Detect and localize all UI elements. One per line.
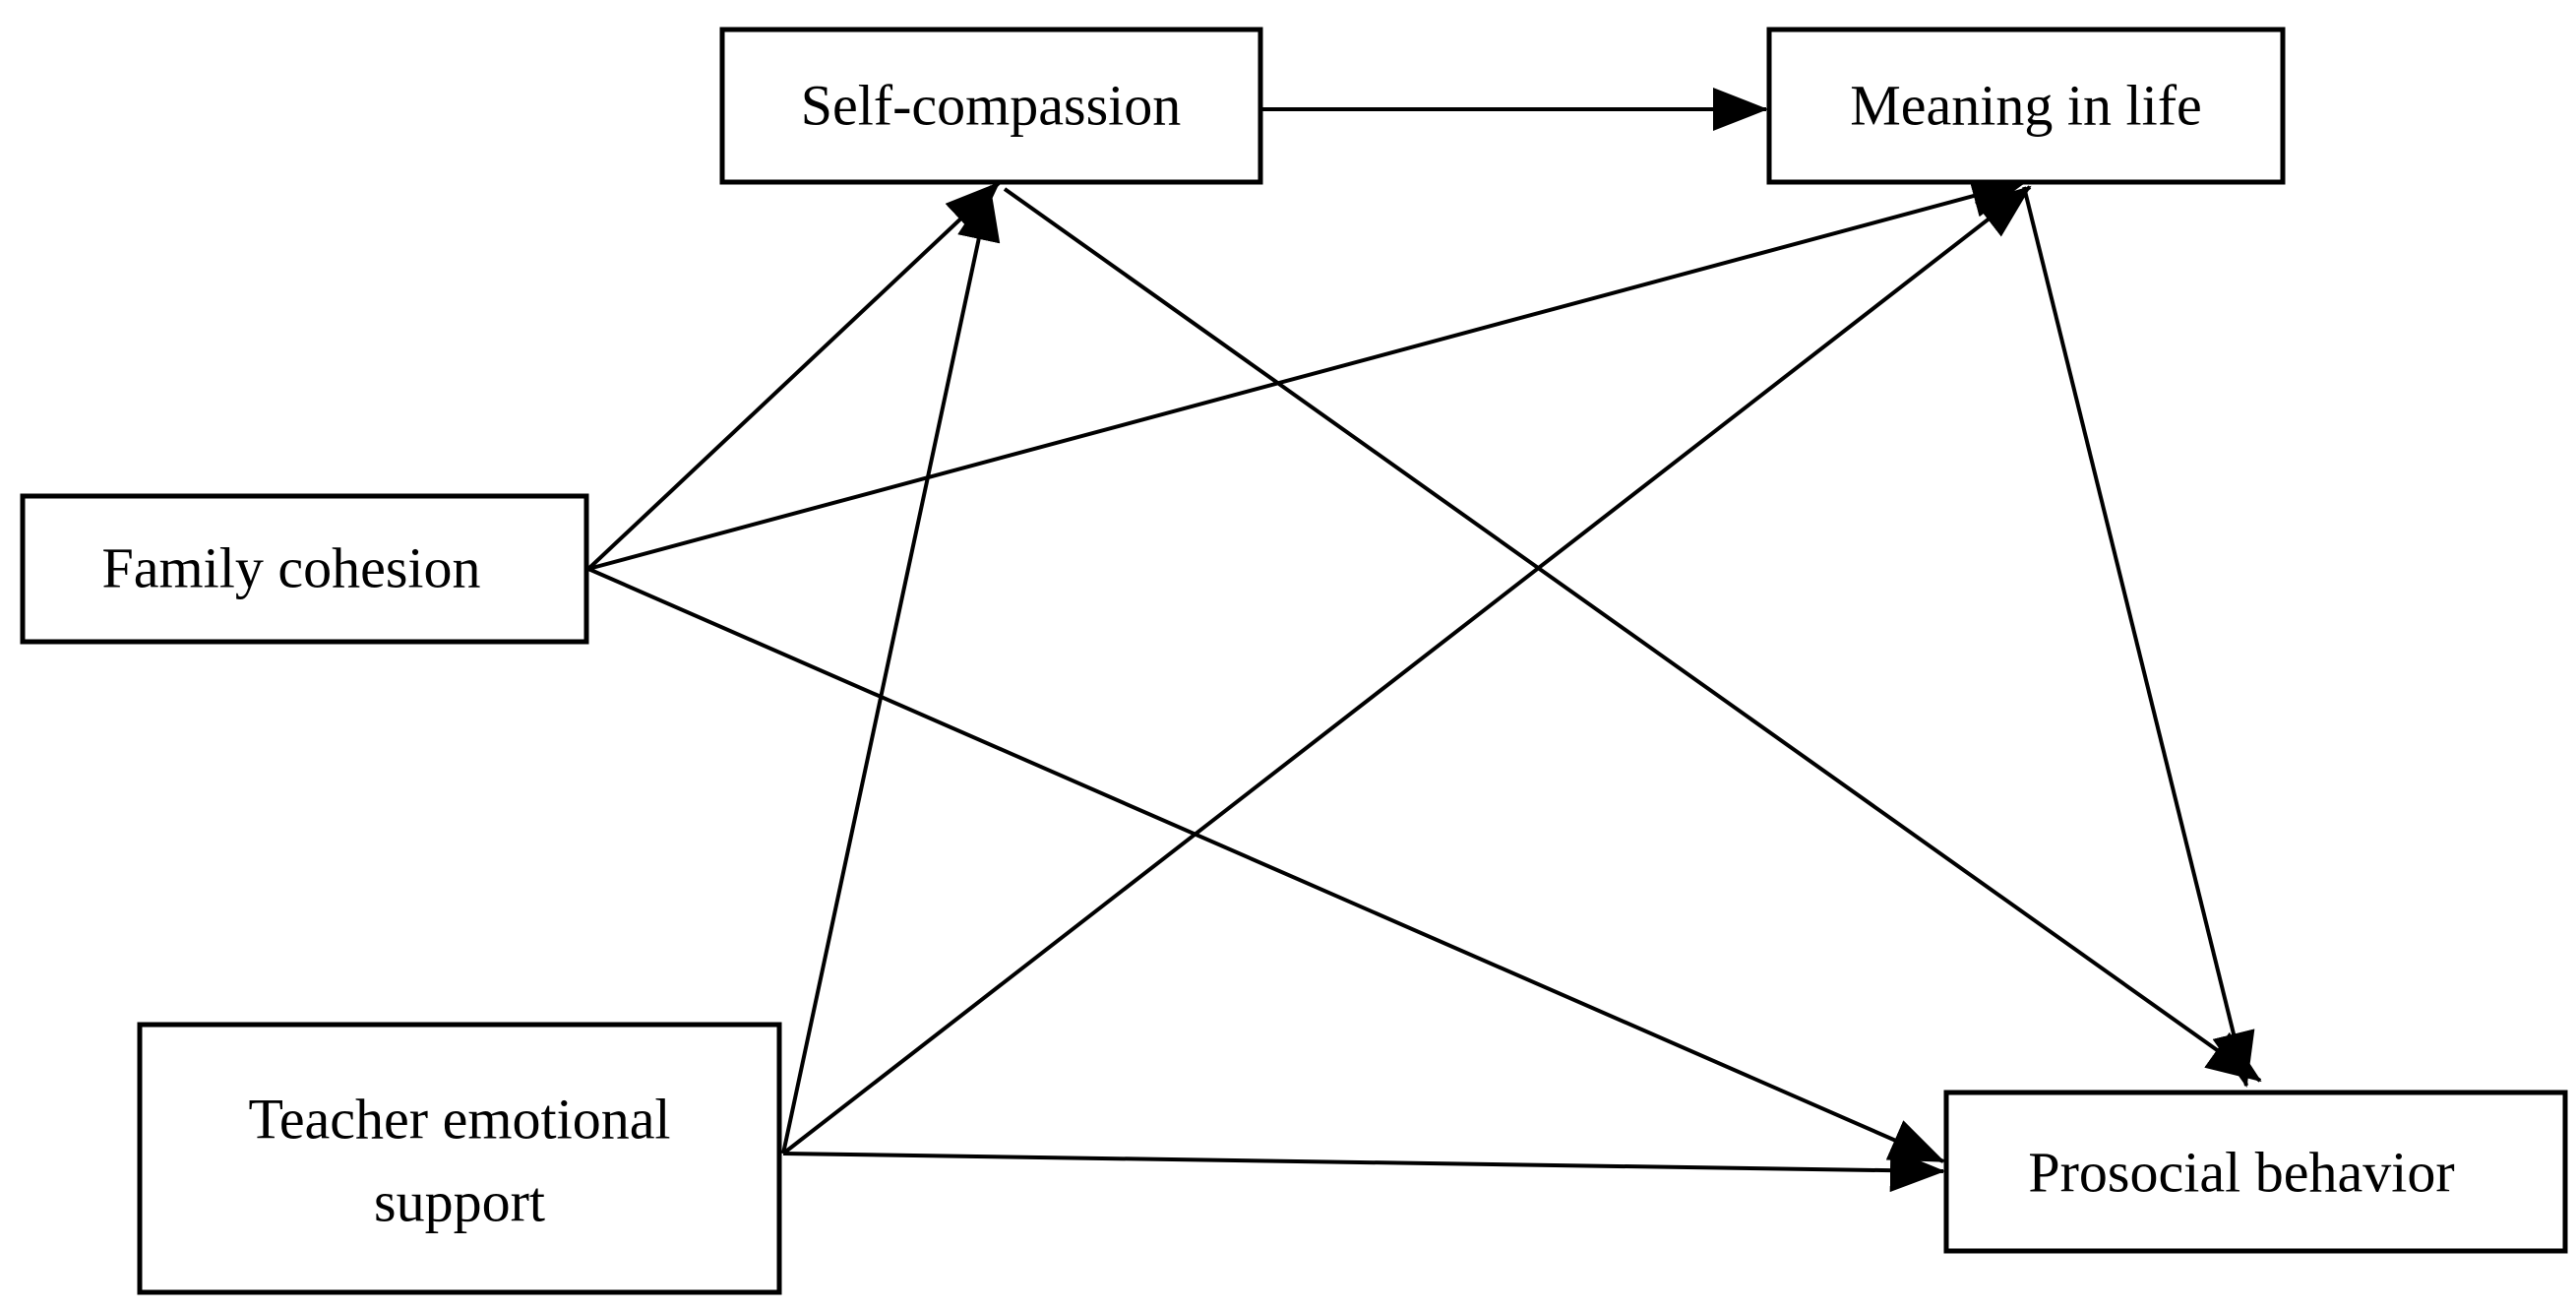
node-teacher-emotional-support: Teacher emotional support <box>137 1022 782 1295</box>
node-label: Meaning in life <box>1850 73 2202 137</box>
node-label: Prosocial behavior <box>2028 1140 2454 1204</box>
node-label: Family cohesion <box>101 535 480 599</box>
node-meaning-in-life: Meaning in life <box>1766 27 2286 185</box>
arrow-family-cohesion-to-prosocial-behavior <box>587 567 1945 1163</box>
edges-layer <box>586 88 2262 1193</box>
arrow-teacher-support-to-prosocial-behavior <box>782 1149 1945 1193</box>
node-label: Self-compassion <box>801 73 1182 137</box>
node-family-cohesion: Family cohesion <box>20 493 589 645</box>
node-prosocial-behavior: Prosocial behavior <box>1943 1090 2568 1254</box>
arrow-teacher-support-to-meaning-in-life <box>781 185 2032 1155</box>
node-label-line-2: support <box>374 1169 545 1233</box>
node-self-compassion: Self-compassion <box>719 27 1263 185</box>
node-box <box>1943 1090 2568 1254</box>
arrow-self-compassion-to-prosocial-behavior <box>1003 187 2262 1083</box>
node-box <box>1766 27 2286 185</box>
node-label-line-1: Teacher emotional <box>248 1087 670 1151</box>
arrow-family-cohesion-to-meaning-in-life <box>587 174 2027 571</box>
arrow-teacher-support-to-self-compassion <box>781 185 1001 1155</box>
node-box <box>137 1022 782 1295</box>
arrow-meaning-in-life-to-prosocial-behavior <box>2022 186 2255 1088</box>
node-box <box>719 27 1263 185</box>
node-box <box>20 493 589 645</box>
arrow-family-cohesion-to-self-compassion <box>586 181 1001 571</box>
nodes-layer: Self-compassion Meaning in life Family c… <box>20 27 2568 1295</box>
